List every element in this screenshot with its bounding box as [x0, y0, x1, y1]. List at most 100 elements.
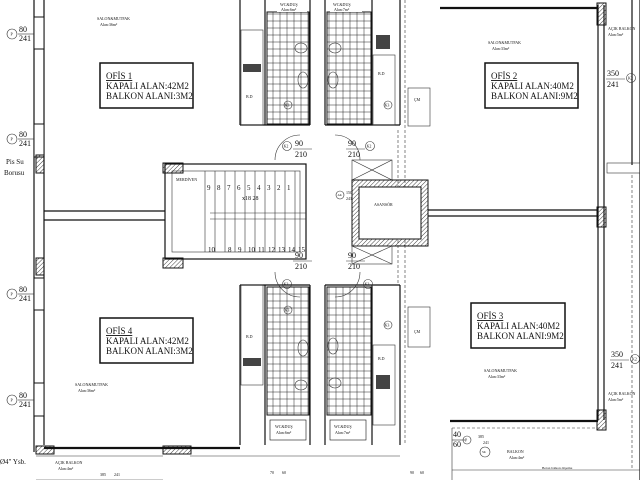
stairs-label: MERDİVEN	[176, 177, 197, 182]
svg-text:241: 241	[611, 361, 623, 370]
wc-tiles	[326, 11, 372, 125]
door-k2[interactable]: K2 90 210	[274, 251, 312, 298]
svg-text:Alan:7m²: Alan:7m²	[335, 430, 351, 435]
svg-text:AÇIK BALKON: AÇIK BALKON	[55, 460, 83, 465]
svg-text:210: 210	[348, 150, 360, 159]
svg-text:KAPALI ALAN:40M2: KAPALI ALAN:40M2	[477, 321, 560, 331]
stair-formula: x18 28	[242, 196, 259, 202]
salon-label: SALON&MUTFAK	[97, 16, 130, 21]
stair-number: 2	[277, 184, 281, 192]
svg-text:Alan:4m²: Alan:4m²	[58, 466, 74, 471]
sink-icon	[327, 337, 339, 355]
svg-text:80: 80	[19, 285, 27, 294]
svg-text:K2: K2	[367, 144, 372, 149]
svg-text:Alan:36m²: Alan:36m²	[78, 388, 96, 393]
svg-text:241: 241	[19, 34, 31, 43]
toilet-icon	[328, 377, 342, 389]
svg-text:P: P	[11, 137, 14, 142]
svg-text:K3: K3	[385, 323, 390, 328]
stair-number: 12	[268, 246, 276, 254]
svg-text:210: 210	[348, 262, 360, 271]
svg-text:90: 90	[295, 251, 303, 260]
window-4	[33, 382, 45, 417]
svg-text:OFİS 4: OFİS 4	[106, 326, 133, 336]
svg-text:350: 350	[611, 350, 623, 359]
toilet-icon	[294, 379, 308, 391]
svg-text:241: 241	[346, 196, 352, 201]
svg-text:385: 385	[478, 434, 484, 439]
svg-text:241: 241	[19, 294, 31, 303]
svg-text:SK: SK	[482, 450, 487, 454]
wc-door-k3[interactable]: K3 K3 K3 K3	[283, 100, 393, 330]
wc-label: WC&DUŞ	[280, 2, 298, 7]
svg-text:80: 80	[19, 130, 27, 139]
stair-number: 15	[298, 246, 306, 254]
svg-text:210: 210	[295, 262, 307, 271]
svg-text:Alan:36m²: Alan:36m²	[100, 22, 118, 27]
svg-text:Beton balkon döşeme: Beton balkon döşeme	[542, 466, 573, 470]
window-3	[33, 277, 45, 311]
stair-number: 9	[238, 246, 242, 254]
right-outer-wall	[440, 0, 640, 480]
svg-text:P: P	[11, 32, 14, 37]
svg-text:B.D: B.D	[246, 94, 253, 99]
svg-text:ÇM: ÇM	[414, 97, 421, 102]
stair-number: 6	[237, 184, 241, 192]
borusu-label: Borusu	[4, 169, 25, 177]
svg-text:BALKON ALANI:9M2: BALKON ALANI:9M2	[477, 331, 564, 341]
svg-text:60: 60	[453, 440, 461, 449]
ysb-label: Ø4" Ysb.	[0, 458, 26, 466]
stair-number: 3	[267, 184, 271, 192]
svg-text:60: 60	[420, 470, 424, 475]
stair-number: 4	[257, 184, 261, 192]
open-balcony-label: AÇIK BALKON	[608, 26, 636, 31]
svg-text:AK: AK	[338, 193, 343, 197]
svg-text:90: 90	[410, 470, 414, 475]
svg-text:90: 90	[348, 139, 356, 148]
kitchen-counter: B.D B.D B.D B.D	[240, 29, 396, 426]
svg-text:P: P	[11, 398, 14, 403]
svg-text:K3: K3	[285, 103, 290, 108]
toilet-icon	[294, 42, 308, 54]
window-1	[33, 16, 45, 50]
svg-text:40: 40	[453, 430, 461, 439]
toilet-icon	[328, 42, 342, 54]
svg-text:90: 90	[295, 139, 303, 148]
svg-text:K2: K2	[632, 357, 637, 362]
stair-number: 10	[208, 246, 216, 254]
svg-text:Alan:33m²: Alan:33m²	[488, 374, 506, 379]
salon-label: SALON&MUTFAK	[75, 382, 108, 387]
svg-text:241: 241	[19, 139, 31, 148]
cm-closet: ÇM ÇM	[407, 87, 431, 348]
svg-text:OFİS 1: OFİS 1	[106, 71, 132, 81]
svg-text:KAPALI ALAN:42M2: KAPALI ALAN:42M2	[106, 336, 189, 346]
salon-label: SALON&MUTFAK	[484, 368, 517, 373]
svg-text:K2: K2	[284, 282, 289, 287]
svg-text:Alan:6m²: Alan:6m²	[276, 430, 292, 435]
office-3-label-box: OFİS 3 KAPALI ALAN:40M2 BALKON ALANI:9M2	[470, 302, 566, 349]
svg-text:385: 385	[100, 472, 106, 477]
office-2-label-box: OFİS 2 KAPALI ALAN:40M2 BALKON ALANI:9M2	[484, 62, 579, 109]
svg-text:80: 80	[19, 391, 27, 400]
open-balcony-label: AÇIK BALKON	[608, 391, 636, 396]
svg-text:Alan:5m²: Alan:5m²	[608, 32, 624, 37]
balcony-label: BALKON	[507, 449, 524, 454]
wc-tiles	[326, 286, 372, 416]
svg-text:Alan:7m²: Alan:7m²	[334, 7, 350, 12]
sink-icon	[327, 71, 339, 89]
wc-label: WC&DUŞ	[333, 2, 351, 7]
svg-text:OFİS 2: OFİS 2	[491, 71, 517, 81]
stair-number: 1	[287, 184, 291, 192]
svg-text:ÇM: ÇM	[414, 329, 421, 334]
door-k2[interactable]: K2 90 210	[334, 134, 375, 161]
svg-text:ASANSÖR: ASANSÖR	[374, 202, 393, 207]
svg-text:241: 241	[607, 80, 619, 89]
svg-text:OFİS 3: OFİS 3	[477, 311, 504, 321]
salon-label: SALON&MUTFAK	[488, 40, 521, 45]
stair-number: 8	[217, 184, 221, 192]
sink-icon	[297, 339, 309, 357]
svg-text:P: P	[465, 438, 468, 443]
